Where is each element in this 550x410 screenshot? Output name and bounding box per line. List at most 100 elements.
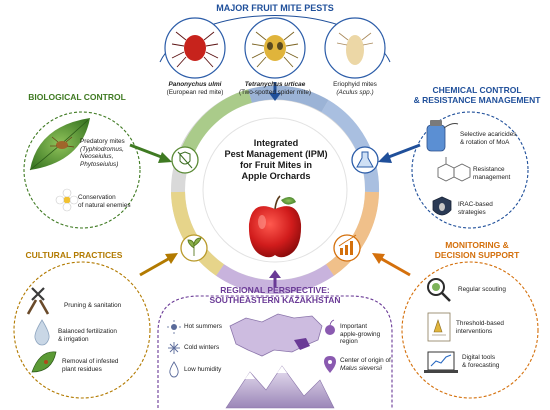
chem-acaricides-label: Selective acaricides & rotation of MoA (460, 131, 530, 146)
region-apple-growing-label: Important apple-growing region (340, 323, 392, 346)
chem-acaricides-line-1: Selective acaricides (460, 131, 517, 138)
region-origin-line-2: Malus sieversii (340, 364, 382, 372)
cultural-title: CULTURAL PRACTICES (25, 250, 123, 260)
region-title: REGIONAL PERSPECTIVE: SOUTHEASTERN KAZAK… (196, 285, 354, 306)
mite-eriophyid-label: Eriophyid mites (Aculus spp.) (318, 81, 392, 96)
region-title-line-1: REGIONAL PERSPECTIVE: (220, 285, 330, 295)
mite-eriophyid-common: (Aculus spp.) (336, 88, 374, 96)
threshold-chart-icon (427, 312, 451, 342)
monitor-threshold-line-1: Threshold-based (456, 320, 504, 327)
bio-predatory-label: Predatory mites (Typhlodromus, Neoseiulu… (80, 138, 140, 168)
monitor-threshold-line-2: interventions (456, 327, 493, 335)
bio-predatory-line-4: Phytoseiulus) (80, 160, 119, 168)
chem-title: CHEMICAL CONTROL & RESISTANCE MANAGEMENT (410, 85, 544, 106)
water-drop-icon (34, 319, 50, 346)
chem-irac-line-1: IRAC-based (458, 201, 493, 208)
pruning-shears-icon (26, 287, 50, 315)
leaf-residue-icon (31, 351, 57, 373)
location-pin-icon (324, 356, 336, 373)
mite-tetranychus-label: Tetranychus urticae (Two-spotted spider … (230, 81, 320, 96)
cultural-fertilization-line-2: & irrigation (58, 335, 89, 343)
chem-irac-line-2: strategies (458, 208, 486, 216)
laptop-chart-icon (424, 351, 458, 373)
region-apple-growing-line-1: Important (340, 323, 367, 330)
bio-title: BIOLOGICAL CONTROL (28, 92, 126, 102)
mite-panonychus-image (164, 17, 226, 79)
mite-pests-title: MAJOR FRUIT MITE PESTS (216, 3, 334, 13)
sun-icon (167, 320, 181, 334)
region-hot-summers: Hot summers (184, 323, 222, 330)
arrow-chem (378, 143, 421, 163)
cultural-removal-line-1: Removal of infested (62, 358, 119, 365)
region-origin-line-1: Center of origin of (340, 357, 391, 364)
mite-tetranychus-image (244, 17, 306, 79)
bio-conservation-line-1: Conservation (78, 194, 116, 201)
molecule-icon (437, 157, 471, 182)
region-title-line-2: SOUTHEASTERN KAZAKHSTAN (209, 294, 341, 305)
chem-resistance-line-2: management (473, 173, 511, 181)
monitor-title-line-2: DECISION SUPPORT (434, 249, 520, 260)
flask-icon (351, 146, 379, 174)
bar-chart-icon (333, 234, 361, 262)
apple-image (248, 195, 302, 258)
flower-icon (55, 188, 79, 212)
chem-title-line-1: CHEMICAL CONTROL (432, 85, 522, 95)
chem-resistance-label: Resistance management (473, 166, 533, 181)
region-apple-growing-line-2: apple-growing (340, 330, 381, 338)
mite-panonychus-name: Panonychus ulmi (168, 81, 222, 88)
monitor-title: MONITORING & DECISION SUPPORT (412, 240, 542, 261)
ipm-title-line-2: Pest Management (IPM) (224, 149, 328, 160)
bio-predatory-line-1: Predatory mites (80, 138, 125, 145)
chem-title-line-2: & RESISTANCE MANAGEMENT (413, 94, 541, 105)
region-low-humidity: Low humidity (184, 366, 222, 373)
humidity-drop-icon (169, 361, 179, 378)
chem-acaricides-line-2: & rotation of MoA (460, 138, 510, 146)
mite-panonychus-common: (European red mite) (166, 88, 224, 96)
leaf-predatory-mite-image (29, 118, 90, 171)
region-apple-growing-line-3: region (340, 338, 358, 346)
bio-conservation-line-2: of natural enemies (78, 201, 131, 209)
monitor-panel (401, 261, 539, 399)
arrow-region (269, 270, 281, 287)
mite-panonychus-label: Panonychus ulmi (European red mite) (155, 81, 235, 96)
chem-resistance-line-1: Resistance (473, 166, 505, 173)
kazakhstan-map-image (229, 313, 323, 357)
region-cold-winters: Cold winters (184, 344, 220, 351)
monitor-digital-line-1: Digital tools (462, 354, 496, 361)
chem-irac-label: IRAC-based strategies (458, 201, 518, 216)
bio-conservation-label: Conservation of natural enemies (78, 194, 140, 209)
cultural-fertilization-line-1: Balanced fertilization (58, 328, 117, 335)
ipm-title-line-3: for Fruit Mites in (240, 160, 312, 171)
monitor-digital-label: Digital tools & forecasting (462, 354, 534, 369)
bio-predatory-line-3: Neoseiulus, (80, 153, 114, 161)
arrow-monitor (372, 253, 411, 277)
chem-panel (411, 111, 529, 229)
arrow-cultural (139, 253, 178, 277)
cultural-fertilization-label: Balanced fertilization & irrigation (58, 328, 148, 343)
plant-sprout-icon (180, 234, 208, 262)
region-panel (157, 295, 393, 408)
bio-predatory-line-2: (Typhlodromus, (80, 145, 124, 153)
apple-small-icon (325, 319, 335, 335)
cultural-pruning-label: Pruning & sanitation (64, 302, 122, 309)
ipm-title-line-1: Integrated (253, 138, 299, 148)
bug-shield-icon (171, 146, 199, 174)
ipm-title-line-4: Apple Orchards (241, 171, 311, 182)
shield-bug-icon (432, 196, 452, 216)
bio-panel (23, 111, 141, 229)
mite-eriophyid-image (324, 17, 386, 79)
magnifier-icon (427, 278, 451, 302)
monitor-threshold-label: Threshold-based interventions (456, 320, 534, 335)
mite-eriophyid-name: Eriophyid mites (333, 81, 377, 88)
monitor-title-line-1: MONITORING & (445, 240, 509, 250)
cultural-panel (13, 261, 151, 399)
monitor-scouting-label: Regular scouting (458, 286, 506, 293)
snowflake-icon (168, 342, 180, 354)
cultural-removal-line-2: plant residues (62, 365, 102, 373)
ipm-center-title: Integrated Pest Management (IPM) for Fru… (224, 138, 328, 182)
cultural-removal-label: Removal of infested plant residues (62, 358, 144, 373)
arrow-top (269, 82, 281, 101)
monitor-digital-line-2: & forecasting (462, 361, 500, 369)
mountains-image (225, 365, 335, 409)
